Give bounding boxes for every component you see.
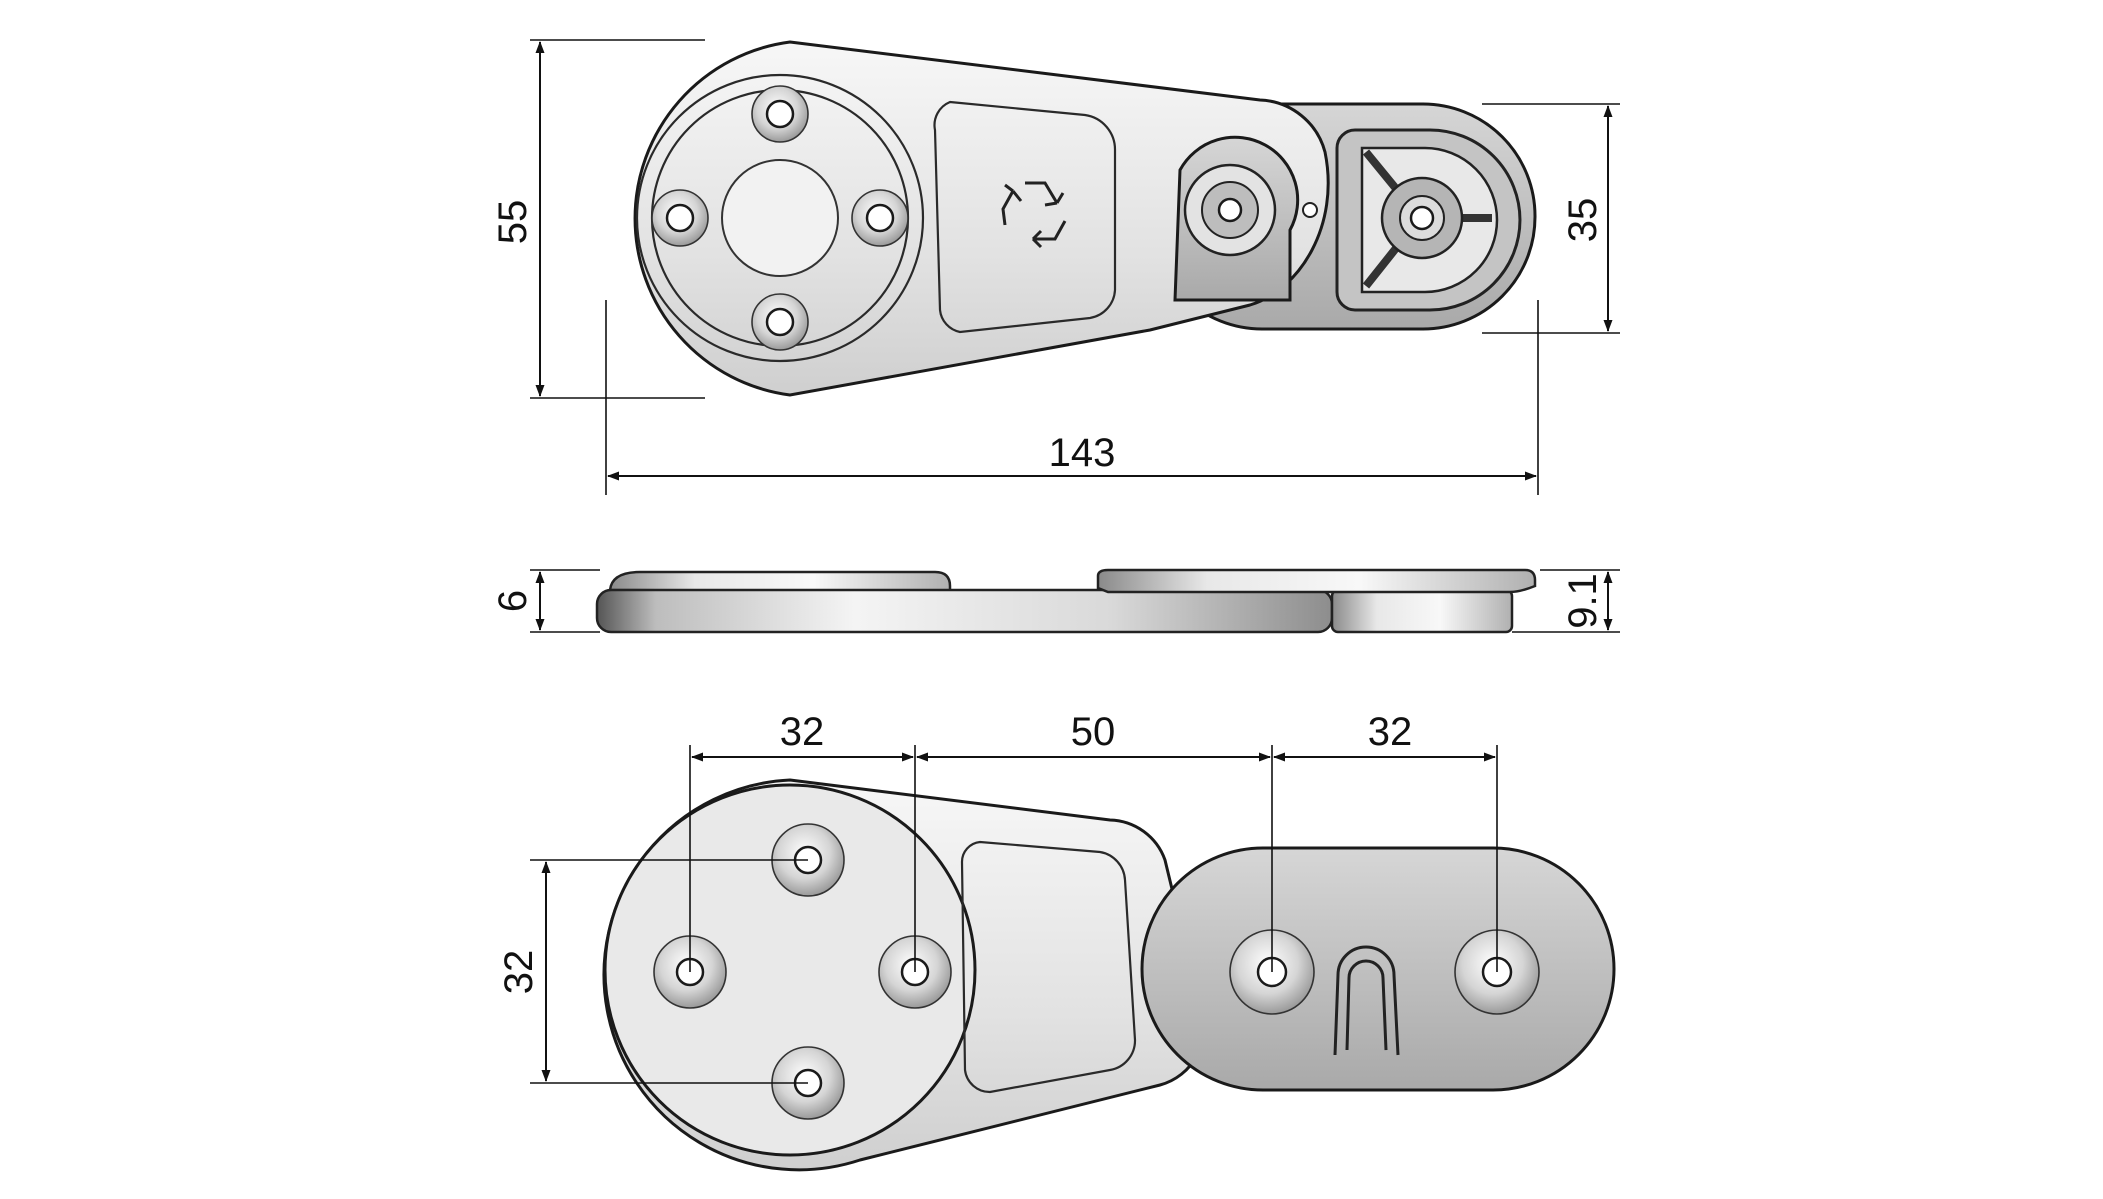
top-view: 55 35 143 <box>491 39 1620 495</box>
dim-32-right: 32 <box>1368 710 1413 754</box>
dim-55: 55 <box>491 200 535 245</box>
side-view-right-block <box>1330 588 1514 634</box>
recycle-icon <box>1001 181 1067 249</box>
side-view-bar <box>595 588 1334 634</box>
top-view-right-cam <box>1335 128 1522 312</box>
bottom-view-panel <box>960 840 1137 1094</box>
dim-50: 50 <box>1071 710 1116 754</box>
side-view-right-cap <box>1096 568 1537 594</box>
dim-35: 35 <box>1561 198 1605 243</box>
dim-143: 143 <box>1049 431 1116 475</box>
dim-32-left: 32 <box>780 710 825 754</box>
bottom-view-oval-plate <box>1140 846 1616 1092</box>
dim-32-vertical: 32 <box>497 950 541 995</box>
top-view-cam <box>1173 135 1318 302</box>
top-view-circle-recess <box>635 73 925 363</box>
side-view: 6 9.1 <box>491 568 1620 634</box>
bottom-view: 32 50 32 32 <box>497 710 1616 1172</box>
hook-icon <box>1333 945 1400 1056</box>
bottom-view-circle <box>603 783 977 1157</box>
top-view-panel <box>933 100 1117 334</box>
top-view-body <box>633 40 1330 397</box>
dim-6: 6 <box>491 590 535 612</box>
side-view-left-disc <box>608 570 952 594</box>
dim-9-1: 9.1 <box>1561 573 1605 629</box>
top-view-lobes <box>651 85 909 351</box>
